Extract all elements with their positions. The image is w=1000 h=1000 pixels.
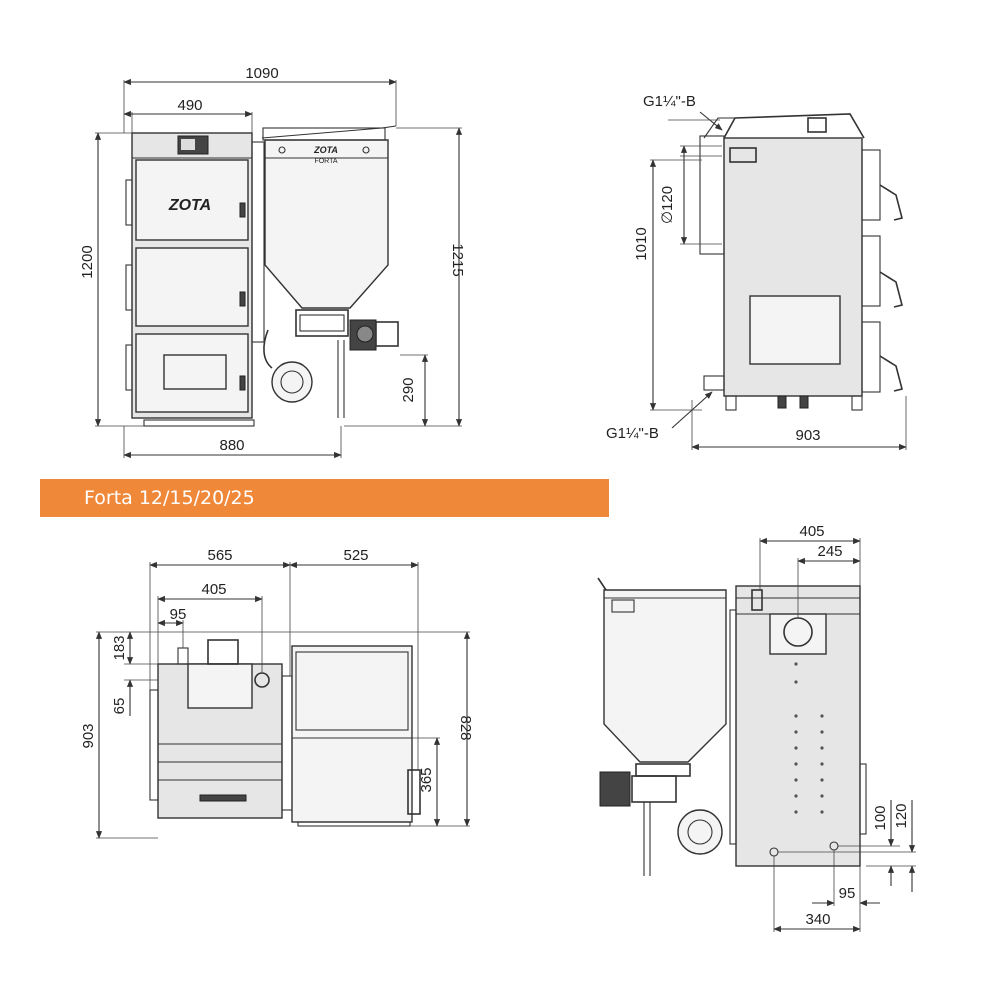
side-inspection-panel	[749, 295, 841, 365]
hopper-rear	[603, 589, 727, 763]
dim-base-width: 880	[219, 437, 244, 454]
dim-top-pipe-offset: 95	[170, 606, 187, 623]
auger-housing	[295, 309, 349, 337]
fan-rear	[677, 809, 723, 855]
label-inlet: G1¼"-B	[606, 425, 659, 442]
rear-view: 405 245 100 120 95 340	[597, 523, 916, 933]
dim-top-flue-offset: 405	[201, 581, 226, 598]
dim-top-65: 65	[111, 698, 128, 715]
flue-collar	[769, 613, 827, 655]
logo-hopper-sub: FORTA	[314, 158, 337, 165]
fuel-hopper-front	[264, 139, 389, 309]
top-view: 565 525 405 95 183 65 903 828	[80, 547, 474, 839]
dim-boiler-width: 490	[177, 97, 202, 114]
front-view: 1090 490 1200 1215 290 880	[79, 65, 466, 459]
side-view: G1¼"-B ∅120 1010 G1¼"-B 903	[606, 93, 907, 451]
dim-top-hopper-width: 525	[343, 547, 368, 564]
dim-side-height: 1010	[633, 227, 650, 260]
dim-rear-120: 120	[893, 803, 910, 828]
product-banner: Forta 12/15/20/25	[40, 479, 609, 517]
dim-top-hopper-depth: 828	[457, 715, 474, 740]
dim-hopper-height: 1215	[449, 243, 466, 276]
dim-rear-95: 95	[839, 885, 856, 902]
dim-total-width: 1090	[245, 65, 278, 82]
logo-main-front: ZOTA	[168, 197, 211, 214]
dim-top-boiler-width: 565	[207, 547, 232, 564]
hopper-top	[291, 645, 413, 823]
label-outlet: G1¼"-B	[643, 93, 696, 110]
dim-rear-340: 340	[805, 911, 830, 928]
dim-rear-245: 245	[817, 543, 842, 560]
dim-top-hopper-mid: 365	[418, 767, 435, 792]
dim-burner-height: 290	[400, 377, 417, 402]
dim-height: 1200	[79, 245, 96, 278]
dim-top-depth: 903	[80, 723, 97, 748]
logo-hopper-front: ZOTA	[313, 145, 338, 155]
dim-top-183: 183	[111, 635, 128, 660]
banner-title: Forta 12/15/20/25	[84, 487, 255, 509]
dim-rear-405: 405	[799, 523, 824, 540]
ash-door-window	[163, 354, 227, 390]
gear-motor-rear	[599, 771, 631, 807]
fan-front	[271, 361, 313, 403]
dim-depth: 903	[795, 427, 820, 444]
dim-flue: ∅120	[659, 186, 676, 224]
dim-rear-100: 100	[872, 805, 889, 830]
